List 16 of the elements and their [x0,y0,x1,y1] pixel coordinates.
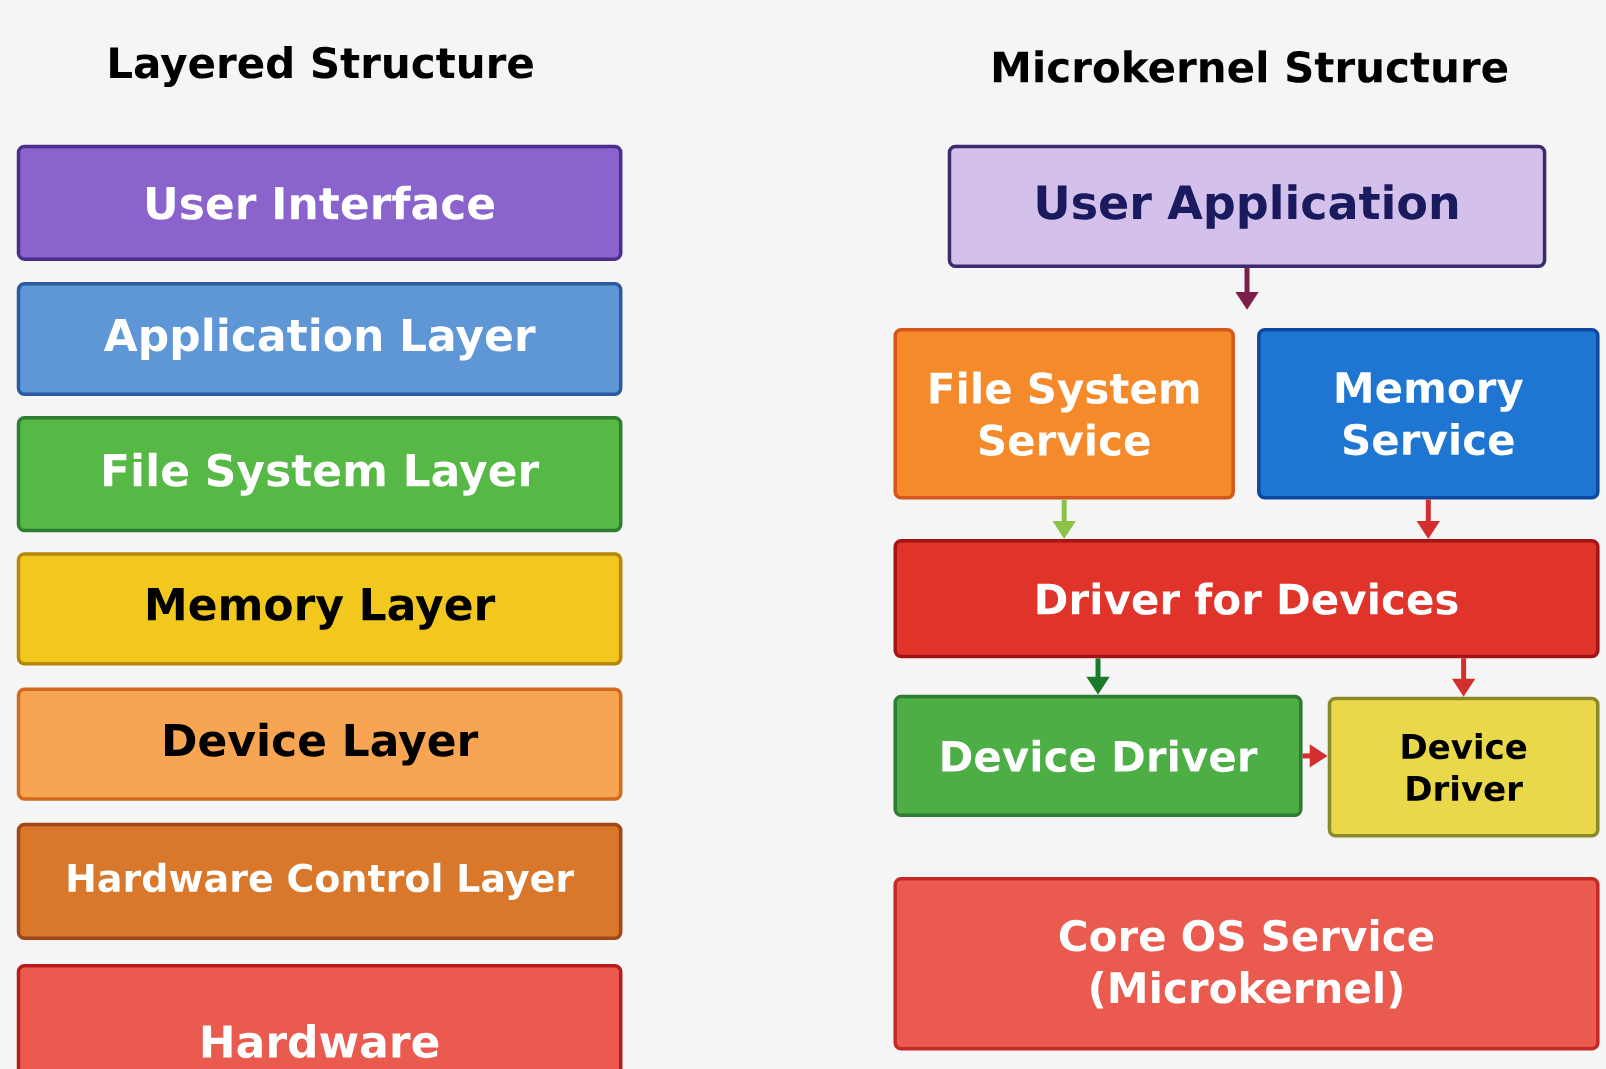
service-box: File System Service [893,328,1235,500]
heading: Microkernel Structure [993,50,1508,83]
layer-box: Device Layer [16,687,623,801]
service-box: Core OS Service (Microkernel) [893,877,1600,1051]
service-box: Device Driver [1327,696,1600,838]
layer-box: File System Layer [16,416,623,533]
layer-box: User Interface [16,144,623,261]
layer-box: Application Layer [16,281,623,397]
service-box: Driver for Devices [893,539,1600,659]
service-box: Memory Service [1257,328,1600,500]
service-box: User Application [947,144,1547,269]
layer-box: Hardware Control Layer [16,822,623,940]
layer-box: Memory Layer [16,552,623,666]
layer-box: Hardware [16,964,623,1069]
heading: Layered Structure [110,46,533,88]
service-box: Device Driver [893,694,1303,818]
